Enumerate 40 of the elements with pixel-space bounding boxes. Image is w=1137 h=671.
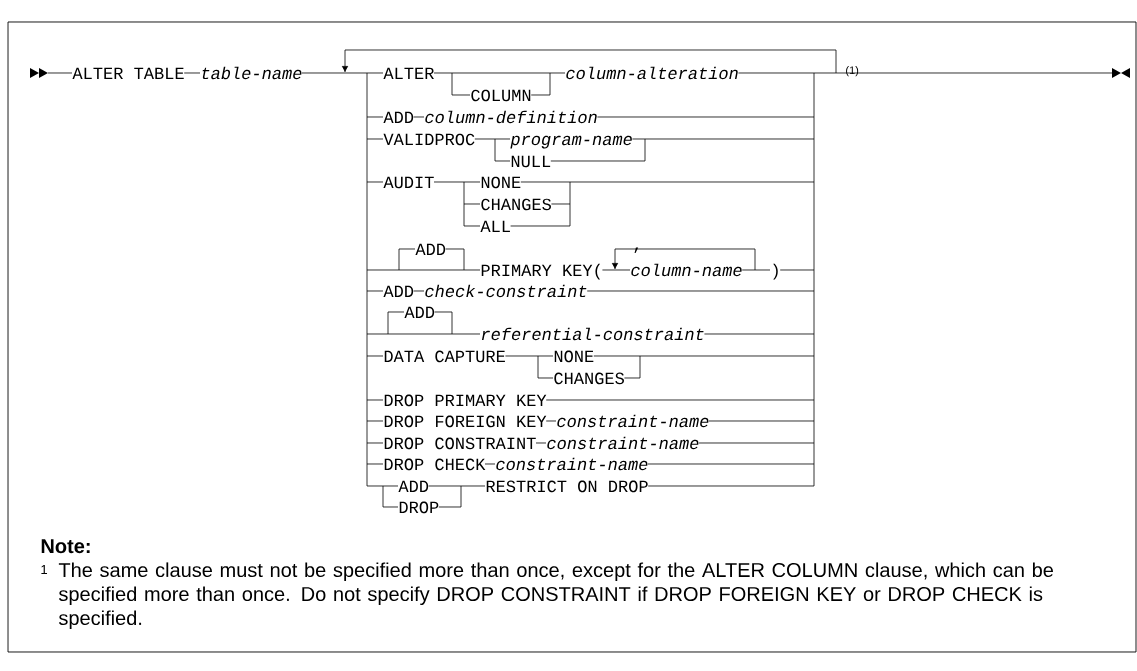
footnote-text: The same clause must not be specified more than once, except for the ALTER COLUMN clause, which can be specified more than once. Do not specify DROP CONSTRAINT if DROP FOREIGN KEY or DROP CHECK is specified. — [58, 562, 1053, 630]
syntax-keyword: ) — [773, 263, 778, 280]
syntax-keyword: PRIMARY KEY( — [481, 263, 600, 280]
syntax-variable: check-constraint — [425, 284, 587, 298]
syntax-variable: constraint-name — [557, 414, 709, 428]
note-heading: Note: — [41, 539, 90, 554]
syntax-keyword: RESTRICT ON DROP — [486, 480, 648, 493]
footnote-reference: (1) — [846, 66, 859, 77]
syntax-keyword: DROP CONSTRAINT — [384, 437, 536, 450]
syntax-keyword: ADD — [415, 243, 446, 255]
syntax-keyword: DROP — [399, 501, 439, 514]
syntax-keyword: ADD — [383, 285, 414, 297]
syntax-keyword: ADD — [404, 306, 435, 318]
syntax-keyword: DROP FOREIGN KEY — [384, 415, 547, 428]
syntax-keyword: ALTER — [383, 67, 434, 79]
syntax-keyword: , — [634, 247, 639, 253]
syntax-keyword: COLUMN — [471, 89, 531, 102]
syntax-keyword: DROP CHECK — [384, 458, 486, 471]
syntax-keyword: NONE — [481, 176, 521, 189]
syntax-keyword: NONE — [554, 350, 594, 363]
syntax-variable: constraint-name — [496, 457, 648, 471]
syntax-variable: column-definition — [425, 110, 597, 124]
syntax-keyword: CHANGES — [554, 372, 624, 385]
syntax-keyword: DROP PRIMARY KEY — [384, 394, 547, 407]
syntax-keyword: CHANGES — [481, 198, 551, 211]
syntax-keyword: ALL — [480, 220, 510, 232]
syntax-keyword: ADD — [383, 111, 414, 123]
syntax-variable: program-name — [510, 135, 632, 149]
syntax-variable: referential-constraint — [482, 327, 704, 341]
syntax-keyword: AUDIT — [383, 176, 434, 189]
syntax-keyword: NULL — [511, 155, 551, 168]
footnote-marker: 1 — [41, 565, 47, 574]
syntax-variable: constraint-name — [547, 436, 699, 450]
syntax-variable: column-name — [631, 263, 742, 277]
syntax-keyword: ADD — [398, 480, 429, 492]
syntax-variable: column-alteration — [566, 66, 738, 80]
syntax-keyword: DATA CAPTURE — [384, 350, 505, 363]
syntax-keyword: VALIDPROC — [383, 133, 475, 146]
syntax-keyword: ALTER TABLE — [72, 67, 184, 79]
syntax-variable: table-name — [202, 66, 302, 80]
